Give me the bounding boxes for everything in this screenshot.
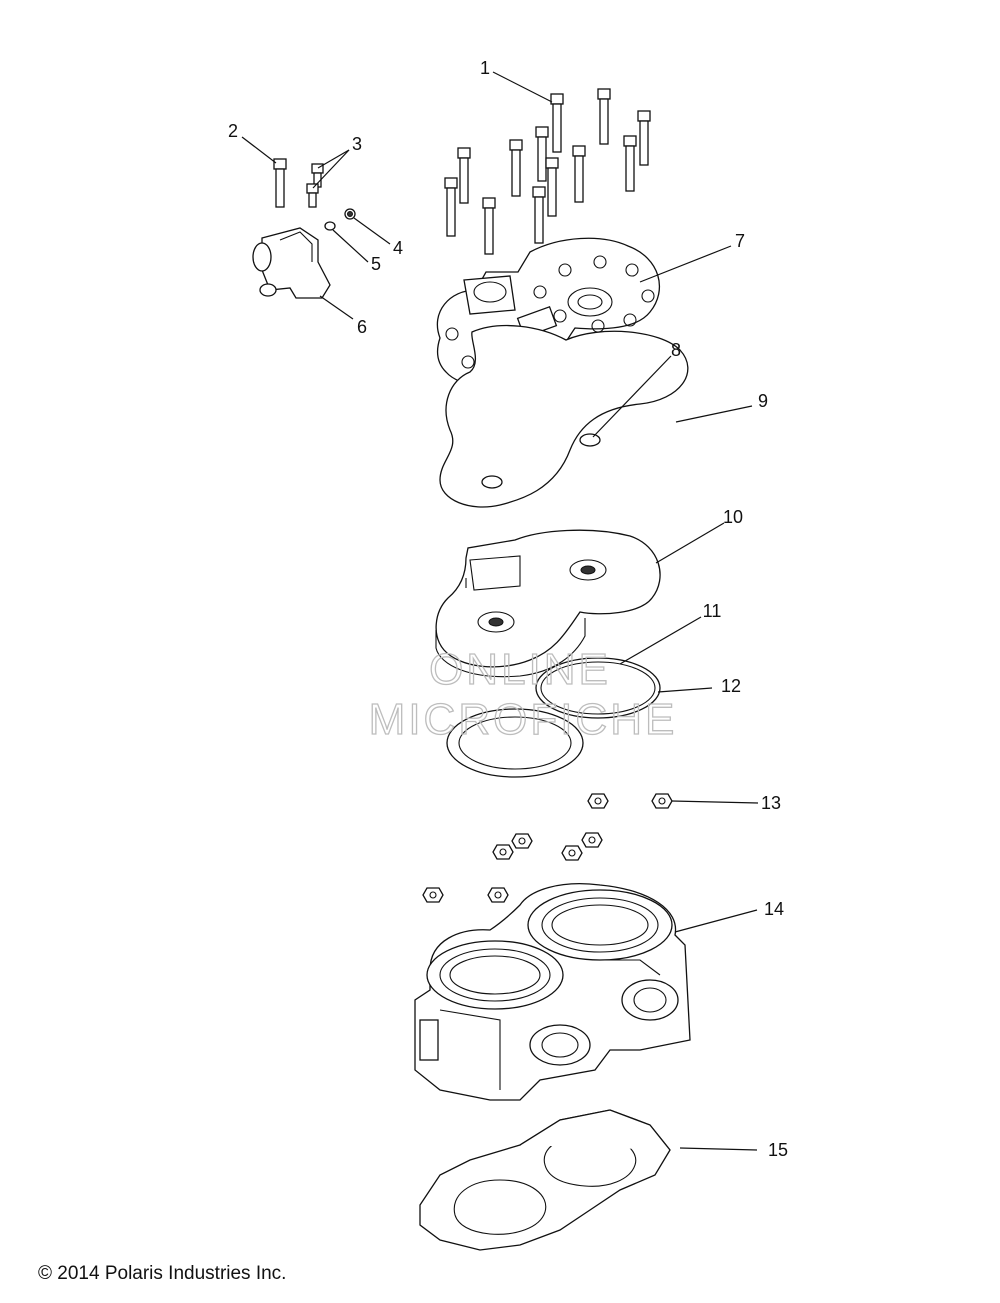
base-gaskets (419, 1109, 671, 1251)
cylinder-nuts (422, 793, 673, 903)
callout-13: 13 (761, 793, 781, 813)
callout-1: 1 (480, 58, 490, 78)
callout-9: 9 (758, 391, 768, 411)
cylinder-block (414, 883, 691, 1101)
callout-2: 2 (228, 121, 238, 141)
callout-5: 5 (371, 254, 381, 274)
callout-15: 15 (768, 1140, 788, 1160)
callout-7: 7 (735, 231, 745, 251)
callout-4: 4 (393, 238, 403, 258)
callout-12: 12 (721, 676, 741, 696)
callout-8: 8 (671, 340, 681, 360)
watermark-line1: ONLINE (429, 645, 611, 694)
callout-10: 10 (723, 507, 743, 527)
leader-lines (241, 71, 759, 1151)
callout-labels: 1 2 3 4 5 6 7 8 9 10 11 12 13 14 15 (228, 58, 788, 1160)
callout-6: 6 (357, 317, 367, 337)
watermark: ONLINE MICROFICHE (368, 644, 678, 744)
cylinder-o-rings (446, 657, 661, 778)
head-bolts (444, 88, 651, 255)
cylinder-head-insert (435, 529, 661, 678)
copyright-notice: © 2014 Polaris Industries Inc. (38, 1263, 286, 1284)
callout-11: 11 (703, 601, 722, 621)
callout-14: 14 (764, 899, 784, 919)
water-outlet-assembly (252, 158, 356, 299)
watermark-line2: MICROFICHE (369, 695, 678, 744)
head-seal-o-rings (439, 324, 689, 508)
callout-3: 3 (352, 134, 362, 154)
